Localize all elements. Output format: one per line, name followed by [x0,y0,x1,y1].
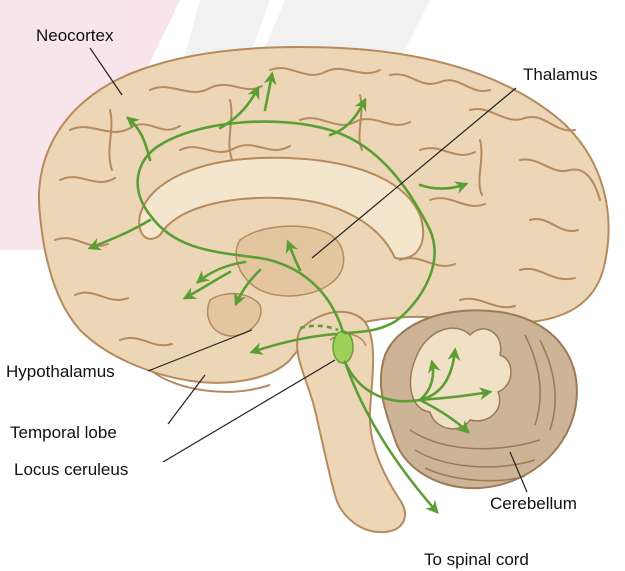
hypothalamus-label: Hypothalamus [6,363,115,380]
thalamus-region [236,226,344,296]
thalamus-label: Thalamus [523,66,598,83]
neocortex-label: Neocortex [36,27,113,44]
spinal-cord-label: To spinal cord [424,551,529,568]
locus-ceruleus-label: Locus ceruleus [14,461,128,478]
temporal-lobe-label: Temporal lobe [10,424,117,441]
cerebellum-label: Cerebellum [490,495,577,512]
cerebellum-shape [381,310,577,488]
locus-ceruleus-nucleus [333,331,353,363]
